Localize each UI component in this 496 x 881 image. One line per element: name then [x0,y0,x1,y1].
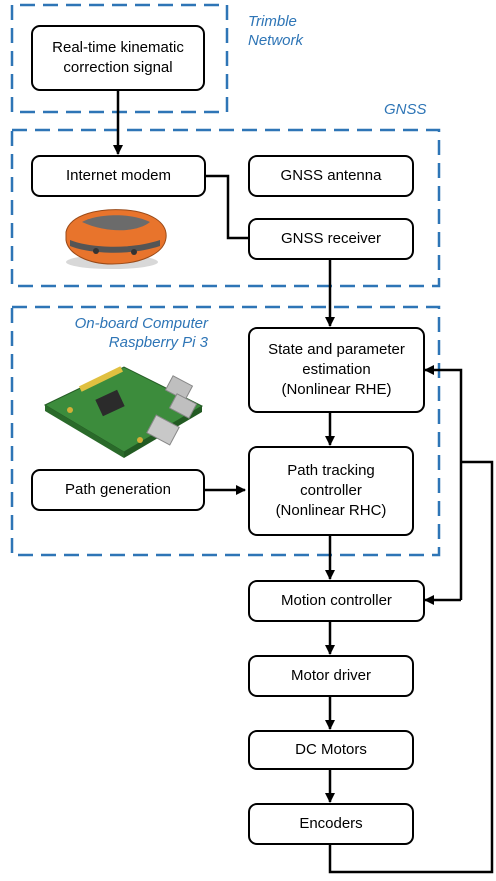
motion-controller-label: Motion controller [281,592,392,609]
gnss-receiver-block: GNSS receiver [248,218,414,260]
internet-modem-label: Internet modem [65,167,172,184]
onboard-computer-frame [10,305,441,557]
rtk-correction-signal-label: Real-time kinematic correction signal [52,39,184,76]
encoders-block: Encoders [248,803,414,845]
feedback-to-estimation [424,365,463,600]
gnss-label: GNSS [384,101,427,118]
gnss-frame [10,128,441,288]
dc-motors-block: DC Motors [248,730,414,770]
motor-driver-label: Motor driver [290,667,372,684]
connectors [113,90,494,874]
path-generation-block: Path generation [31,469,205,511]
motor-driver-block: Motor driver [248,655,414,697]
trimble-network-label: Trimble Network [248,13,304,49]
gnss-antenna-label: GNSS antenna [280,167,382,184]
state-parameter-estimation-block: State and parameter estimation (Nonlinea… [248,327,425,413]
motion-controller-block: Motion controller [248,580,425,622]
onboard-computer-label: On-board Computer Raspberry Pi 3 [74,315,208,351]
gnss-receiver-label: GNSS receiver [280,230,382,247]
path-tracking-controller-block: Path tracking controller (Nonlinear RHC) [248,446,414,536]
gnss-receiver-device-image [65,209,167,269]
encoders-label: Encoders [299,815,363,832]
state-parameter-estimation-label: State and parameter estimation (Nonlinea… [268,341,405,398]
internet-modem-block: Internet modem [31,155,206,197]
gnss-antenna-block: GNSS antenna [248,155,414,197]
dc-motors-label: DC Motors [295,741,367,758]
raspberry-pi-board-image [43,366,204,458]
path-tracking-controller-label: Path tracking controller (Nonlinear RHC) [275,462,387,519]
feedback-line [328,460,494,874]
rtk-correction-signal-block: Real-time kinematic correction signal [31,25,205,91]
path-generation-label: Path generation [65,481,171,498]
trimble-network-frame [10,3,229,114]
line-modem-to-receiver [206,174,248,240]
